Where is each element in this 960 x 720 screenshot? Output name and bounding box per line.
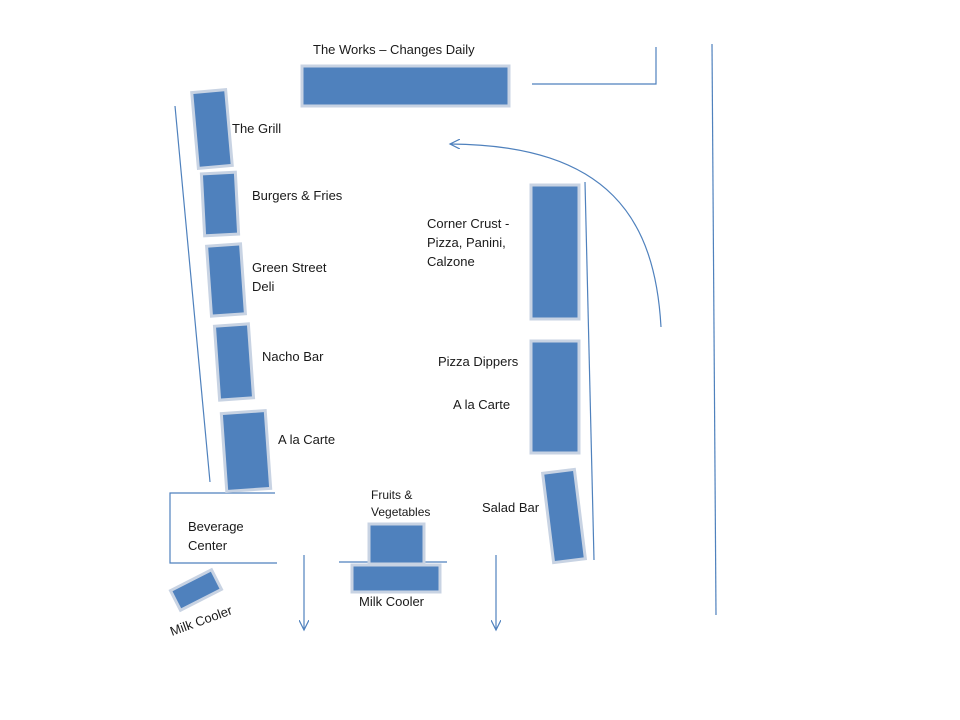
label-corner-crust: Corner Crust - Pizza, Panini, Calzone [427,216,510,269]
right-serving-line-wall [584,181,595,561]
station-salad-bar [540,467,588,565]
station-the-works [300,64,511,108]
label-the-grill: The Grill [232,121,282,136]
traffic-flow [304,144,662,630]
station-milk-cooler-center [350,563,442,594]
label-milk-cooler-center: Milk Cooler [359,594,425,609]
label-pizza-dippers: Pizza Dippers [438,354,519,369]
label-green-street-deli: Green Street Deli [252,260,327,294]
left-serving-line-wall [174,105,211,483]
station-milk-cooler-left [168,567,224,613]
station-burgers-fries [199,170,241,238]
station-corner-crust [529,183,581,321]
stations [168,64,588,613]
label-fruits-vegetables: Fruits & Vegetables [371,488,431,519]
station-fruits-vegetables [367,522,426,566]
label-nacho-bar: Nacho Bar [262,349,324,364]
station-nacho-bar [212,322,256,402]
label-a-la-carte-left: A la Carte [278,432,336,447]
top-right-wall-corner [532,47,657,85]
label-a-la-carte-right: A la Carte [453,397,511,412]
right-outer-wall [711,43,717,616]
beverage-center-enclosure [169,492,277,564]
station-pizza-dippers [529,339,581,455]
label-salad-bar: Salad Bar [482,500,540,515]
label-the-works: The Works – Changes Daily [313,42,475,57]
curved-flow-arrow [450,144,662,328]
label-beverage-center: Beverage Center [188,519,244,553]
station-green-street-deli [204,242,248,318]
label-burgers-fries: Burgers & Fries [252,188,343,203]
station-the-grill [190,88,234,170]
station-a-la-carte-left [219,408,273,494]
